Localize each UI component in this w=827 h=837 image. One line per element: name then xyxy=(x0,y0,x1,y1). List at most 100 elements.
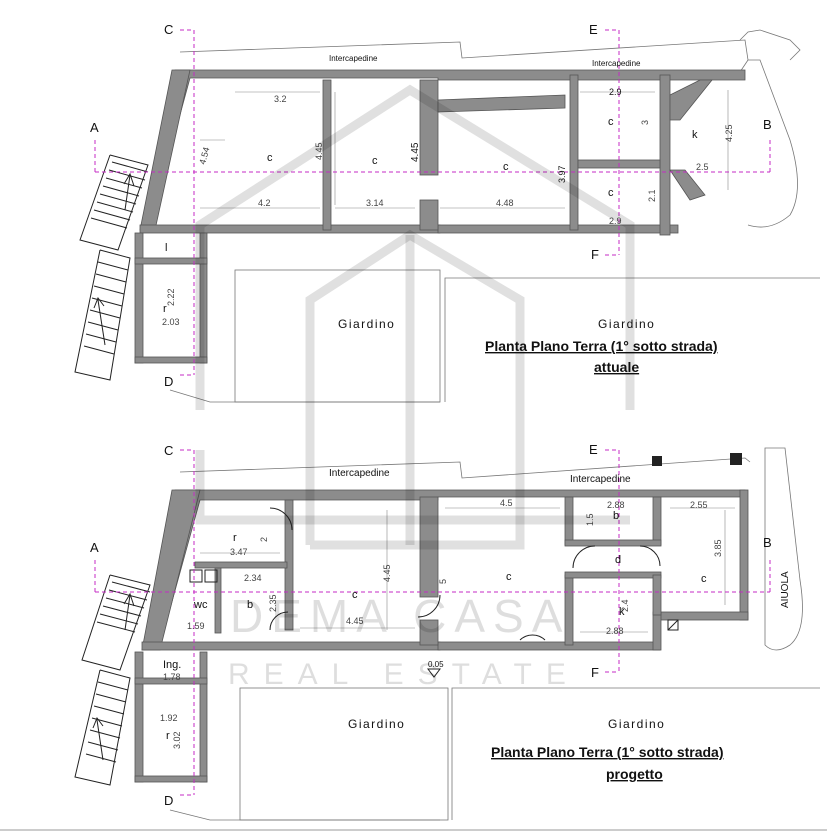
labels-attuale: Intercapedine Intercapedine c c c c c k … xyxy=(90,22,772,389)
wall-wc-e xyxy=(214,567,222,634)
room-c1: c xyxy=(267,152,273,164)
dim-t3: 4.45 xyxy=(314,142,324,160)
dim-t11: 4.25 xyxy=(724,124,734,142)
dim-b2: 3.47 xyxy=(230,547,248,557)
cut-label-b-f: F xyxy=(591,665,599,680)
wall-wc-n xyxy=(194,561,288,569)
dim-b10: 1.5 xyxy=(585,513,595,526)
wall-l-r xyxy=(134,257,208,265)
watermark-line1: DEMA CASA xyxy=(230,590,570,642)
aiuola-label: AIUOLA xyxy=(780,571,791,608)
door-swing-5 xyxy=(519,634,546,641)
wall-int-2b xyxy=(419,199,439,231)
watermark-logo xyxy=(195,84,635,550)
room-c2: c xyxy=(372,155,378,167)
curved-balcony xyxy=(747,59,798,228)
wall-int-b2 xyxy=(419,496,439,598)
dim-t8: 3.97 xyxy=(557,165,567,183)
dim-b16: 1.92 xyxy=(160,713,178,723)
cut-label-a: A xyxy=(90,120,99,135)
pillar-2 xyxy=(730,453,742,465)
cut-label-f: F xyxy=(591,247,599,262)
dim-t16: 2.03 xyxy=(162,317,180,327)
wall-kitchen-ne xyxy=(669,79,713,121)
wall-se-b xyxy=(659,611,749,621)
room-c3: c xyxy=(503,161,509,173)
boundary-south xyxy=(169,389,440,403)
wall-west xyxy=(139,69,191,231)
room-c1-b: c xyxy=(352,589,358,601)
wall-south-b xyxy=(437,224,679,234)
room-k-b: k xyxy=(619,606,625,618)
section-cuts-top xyxy=(94,29,771,376)
dim-b6: 4.45 xyxy=(346,616,364,626)
dim-b13: 3.85 xyxy=(713,539,723,557)
boundary-corner xyxy=(739,29,801,61)
dim-b17: 3.02 xyxy=(172,731,182,749)
dim-b1: 2 xyxy=(259,537,269,542)
dim-t14: 2.9 xyxy=(609,216,622,226)
room-wc: wc xyxy=(193,599,208,611)
garden-label-b1: Giardino xyxy=(348,717,405,731)
wall-corridor xyxy=(437,94,566,113)
wall-int-1 xyxy=(322,79,332,231)
door-swing-1 xyxy=(269,507,293,531)
dim-b3: 2.34 xyxy=(244,573,262,583)
dim-t13: 2.1 xyxy=(647,189,657,202)
wall-south-b1 xyxy=(141,641,441,651)
wall-int-3 xyxy=(569,74,579,231)
wall-kitchen-se xyxy=(669,169,706,201)
dim-b11: 2.88 xyxy=(607,500,625,510)
dim-b4: 2.35 xyxy=(268,594,278,612)
stairs-bottom xyxy=(74,574,151,786)
room-ing: Ing. xyxy=(163,659,181,671)
door-swing-3 xyxy=(572,545,596,569)
dim-t1: 3.2 xyxy=(274,94,287,104)
wall-d-k xyxy=(564,571,662,579)
dim-b12: 2.55 xyxy=(690,500,708,510)
intercapedine-label-b1: Intercapedine xyxy=(329,468,390,479)
wall-int-2a xyxy=(419,79,439,176)
room-d: d xyxy=(615,554,621,566)
wall-east-b xyxy=(739,489,749,621)
cut-label-b-c: C xyxy=(164,443,173,458)
garden-1-box-b xyxy=(239,687,449,821)
door-swing-6 xyxy=(269,611,289,631)
room-c4: c xyxy=(608,116,614,128)
wall-east xyxy=(659,74,671,236)
dim-b15: 2.88 xyxy=(606,626,624,636)
garden-label-b2: Giardino xyxy=(608,717,665,731)
room-c2-b: c xyxy=(506,571,512,583)
room-b2: b xyxy=(613,510,619,522)
dim-b9: 4.5 xyxy=(500,498,513,508)
wall-k-east xyxy=(652,574,662,616)
boundary-top-b xyxy=(179,457,751,479)
dim-t15: 2.22 xyxy=(166,288,176,306)
dim-t9: 2.9 xyxy=(609,87,622,97)
dim-t4: 4.45 xyxy=(410,142,421,162)
wall-b-d xyxy=(564,539,662,547)
dim-t6: 3.14 xyxy=(366,198,384,208)
wall-ing-west xyxy=(134,651,144,783)
aiuola-shape xyxy=(764,447,803,651)
dim-b5: 4.45 xyxy=(382,564,392,582)
intercapedine-label-1: Intercapedine xyxy=(329,54,378,63)
dim-t12: 2.5 xyxy=(696,162,709,172)
dim-b7: 1.59 xyxy=(187,621,205,631)
cut-label-b-b: B xyxy=(763,535,772,550)
plan-progetto xyxy=(74,447,820,821)
cut-label-b: B xyxy=(763,117,772,132)
stairs-top xyxy=(74,154,149,381)
cut-label-c: C xyxy=(164,22,173,37)
dim-b18: 0.05 xyxy=(428,660,444,669)
garden-2-box xyxy=(444,277,820,402)
dim-t10: 3 xyxy=(640,120,650,125)
room-c5: c xyxy=(608,187,614,199)
wall-int-b2b xyxy=(419,619,439,646)
plan-attuale xyxy=(74,29,820,403)
pillar-1 xyxy=(652,456,662,466)
garden-label-2: Giardino xyxy=(598,317,655,331)
dim-b19: 5 xyxy=(438,579,448,584)
room-l: l xyxy=(165,242,167,254)
wall-r-south xyxy=(134,356,208,364)
